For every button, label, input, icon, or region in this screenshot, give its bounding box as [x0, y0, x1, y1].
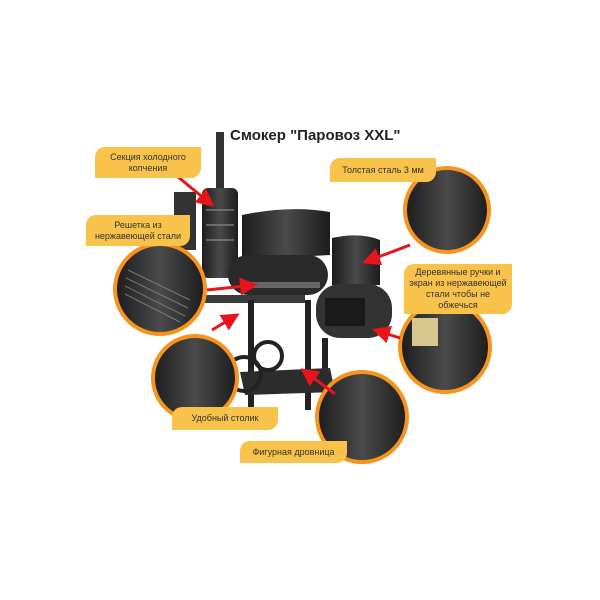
thick-steel-detail-circle: [403, 166, 491, 254]
detail-circles: [113, 166, 492, 464]
label-grate: Решетка из нержавеющей стали: [86, 215, 190, 246]
callout-arrows: [176, 174, 411, 396]
grate-detail-circle: [113, 242, 207, 336]
wooden-handle-detail: [412, 318, 438, 346]
firewood-detail-circle: [315, 370, 409, 464]
handles-detail-circle: [398, 300, 492, 394]
label-firewood: Фигурная дровница: [240, 441, 347, 463]
label-thick-steel: Толстая сталь 3 мм: [330, 158, 436, 182]
label-cold-smoke: Секция холодного копчения: [95, 147, 201, 178]
grate-lines: [124, 269, 191, 323]
page-title: Смокер "Паровоз XXL": [230, 127, 401, 144]
label-table: Удобный столик: [172, 407, 278, 430]
label-handles: Деревянные ручки и экран из нержавеющей …: [404, 264, 512, 314]
smoker-body: [174, 132, 392, 410]
